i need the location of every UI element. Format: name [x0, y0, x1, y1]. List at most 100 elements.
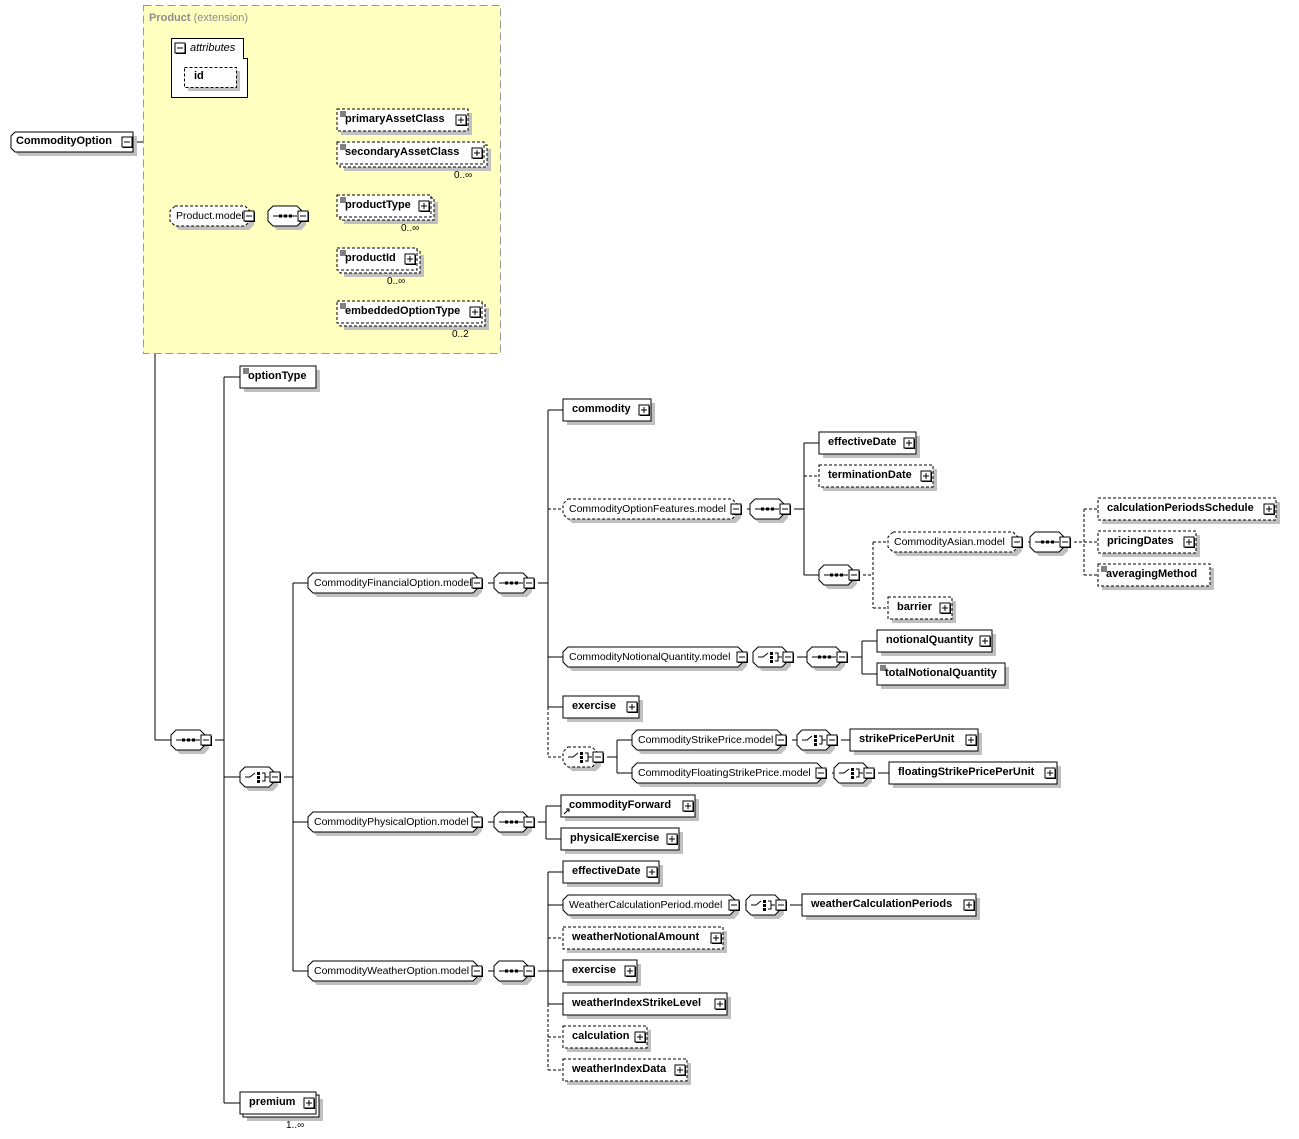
collapse-icon[interactable] [523, 816, 535, 828]
floating-strike-group-label[interactable]: CommodityFloatingStrikePrice.model [638, 767, 811, 779]
root-frame [10, 131, 134, 153]
expand-icon[interactable] [965, 734, 977, 746]
collapse-icon[interactable] [826, 734, 838, 746]
product-model-group-label[interactable]: Product.model [176, 210, 244, 222]
notional-group-label[interactable]: CommodityNotionalQuantity.model [569, 651, 731, 663]
collapse-icon[interactable] [730, 503, 742, 515]
expand-icon[interactable] [626, 701, 638, 713]
strike-price-group-label[interactable]: CommodityStrikePrice.model [638, 734, 774, 746]
element-totalNotionalQuantity-label[interactable]: totalNotionalQuantity [885, 667, 997, 679]
element-physicalExercise-label[interactable]: physicalExercise [570, 832, 660, 844]
physical-option-group-label[interactable]: CommodityPhysicalOption.model [314, 816, 469, 828]
expand-icon[interactable] [903, 437, 915, 449]
element-weatherCalculationPeriods-label[interactable]: weatherCalculationPeriods [811, 898, 953, 910]
element-commodityForward-label[interactable]: commodityForward [569, 799, 672, 811]
collapse-icon[interactable] [523, 965, 535, 977]
element-averagingMethod-label[interactable]: averagingMethod [1106, 568, 1198, 580]
expand-icon[interactable] [1263, 503, 1275, 515]
element-secondaryAssetClass-label[interactable]: secondaryAssetClass [345, 146, 460, 158]
element-terminationDate-label[interactable]: terminationDate [828, 469, 912, 481]
element-optionType-label[interactable]: optionType [248, 370, 307, 382]
element-pricingDates-label[interactable]: pricingDates [1107, 535, 1174, 547]
collapse-icon[interactable] [471, 965, 483, 977]
collapse-icon[interactable] [728, 899, 740, 911]
expand-icon[interactable] [979, 635, 991, 647]
collapse-icon[interactable] [269, 771, 281, 783]
collapse-icon[interactable] [815, 767, 827, 779]
collapse-icon[interactable] [775, 899, 787, 911]
collapse-icon[interactable] [836, 651, 848, 663]
element-floatingStrikePricePerUnit-label[interactable]: floatingStrikePricePerUnit [898, 766, 1035, 778]
expand-icon[interactable] [624, 965, 636, 977]
expand-icon[interactable] [471, 147, 483, 159]
cardinality-label: 0..∞ [454, 170, 473, 181]
collapse-icon[interactable] [523, 577, 535, 589]
expand-icon[interactable] [714, 998, 726, 1010]
attributes-title[interactable]: attributes [190, 42, 236, 54]
weather-option-group-label[interactable]: CommodityWeatherOption.model [314, 965, 470, 977]
element-weather-exercise-label[interactable]: exercise [572, 964, 617, 976]
collapse-icon[interactable] [471, 577, 483, 589]
collapse-icon[interactable] [174, 42, 186, 54]
element-weather-calculation-label[interactable]: calculation [572, 1030, 630, 1042]
expand-icon[interactable] [682, 800, 694, 812]
element-primaryAssetClass-label[interactable]: primaryAssetClass [345, 113, 445, 125]
expand-icon[interactable] [939, 602, 951, 614]
collapse-icon[interactable] [200, 734, 212, 746]
element-premium-label[interactable]: premium [249, 1096, 296, 1108]
expand-icon[interactable] [404, 253, 416, 265]
expand-icon[interactable] [1183, 536, 1195, 548]
sequence-dot [515, 820, 518, 824]
expand-icon[interactable] [1044, 767, 1056, 779]
collapse-icon[interactable] [863, 767, 875, 779]
collapse-icon[interactable] [592, 751, 604, 763]
collapse-icon[interactable] [121, 136, 133, 148]
element-notionalQuantity-label[interactable]: notionalQuantity [886, 634, 974, 646]
asian-group-label[interactable]: CommodityAsian.model [894, 536, 1005, 548]
element-calculationPeriodsSchedule-label[interactable]: calculationPeriodsSchedule [1107, 502, 1254, 514]
expand-icon[interactable] [455, 114, 467, 126]
attribute-id[interactable]: id [194, 70, 204, 82]
element-productId-label[interactable]: productId [345, 252, 396, 264]
element-weather-weatherIndexData-label[interactable]: weatherIndexData [572, 1063, 667, 1075]
expand-icon[interactable] [646, 866, 658, 878]
collapse-icon[interactable] [471, 816, 483, 828]
sequence-dot [192, 738, 195, 742]
expand-icon[interactable] [674, 1064, 686, 1076]
root-element-label[interactable]: CommodityOption [16, 135, 112, 147]
collapse-icon[interactable] [1011, 536, 1023, 548]
expand-icon[interactable] [303, 1097, 315, 1109]
collapse-icon[interactable] [775, 734, 787, 746]
expand-icon[interactable] [634, 1031, 646, 1043]
expand-icon[interactable] [638, 404, 650, 416]
element-physicalExercise [560, 827, 683, 854]
expand-icon[interactable] [469, 306, 481, 318]
weather-period-group-label[interactable]: WeatherCalculationPeriod.model [569, 899, 723, 911]
expand-icon[interactable] [963, 899, 975, 911]
expand-icon[interactable] [710, 932, 722, 944]
collapse-icon[interactable] [782, 651, 794, 663]
expand-icon[interactable] [920, 470, 932, 482]
element-weather-weatherNotionalAmount-label[interactable]: weatherNotionalAmount [572, 931, 700, 943]
features-group-label[interactable]: CommodityOptionFeatures.model [569, 503, 726, 515]
choice-dot [851, 772, 854, 775]
expand-icon[interactable] [666, 833, 678, 845]
collapse-icon[interactable] [848, 569, 860, 581]
financial-option-group-label[interactable]: CommodityFinancialOption.model [314, 577, 472, 589]
element-barrier-label[interactable]: barrier [897, 601, 932, 613]
collapse-icon[interactable] [736, 651, 748, 663]
element-embeddedOptionType-label[interactable]: embeddedOptionType [345, 305, 461, 317]
collapse-icon[interactable] [297, 210, 309, 222]
collapse-icon[interactable] [243, 210, 255, 222]
element-weatherEffectiveDate-label[interactable]: effectiveDate [572, 865, 641, 877]
element-productType-label[interactable]: productType [345, 199, 411, 211]
collapse-icon[interactable] [779, 503, 791, 515]
box-frame [562, 1058, 688, 1082]
element-strikePricePerUnit-label[interactable]: strikePricePerUnit [859, 733, 955, 745]
element-exercise-label[interactable]: exercise [572, 700, 617, 712]
element-weather-weatherIndexStrikeLevel-label[interactable]: weatherIndexStrikeLevel [572, 997, 702, 1009]
element-effectiveDate-label[interactable]: effectiveDate [828, 436, 897, 448]
element-commodity-label[interactable]: commodity [572, 403, 631, 415]
expand-icon[interactable] [418, 200, 430, 212]
collapse-icon[interactable] [1059, 536, 1071, 548]
